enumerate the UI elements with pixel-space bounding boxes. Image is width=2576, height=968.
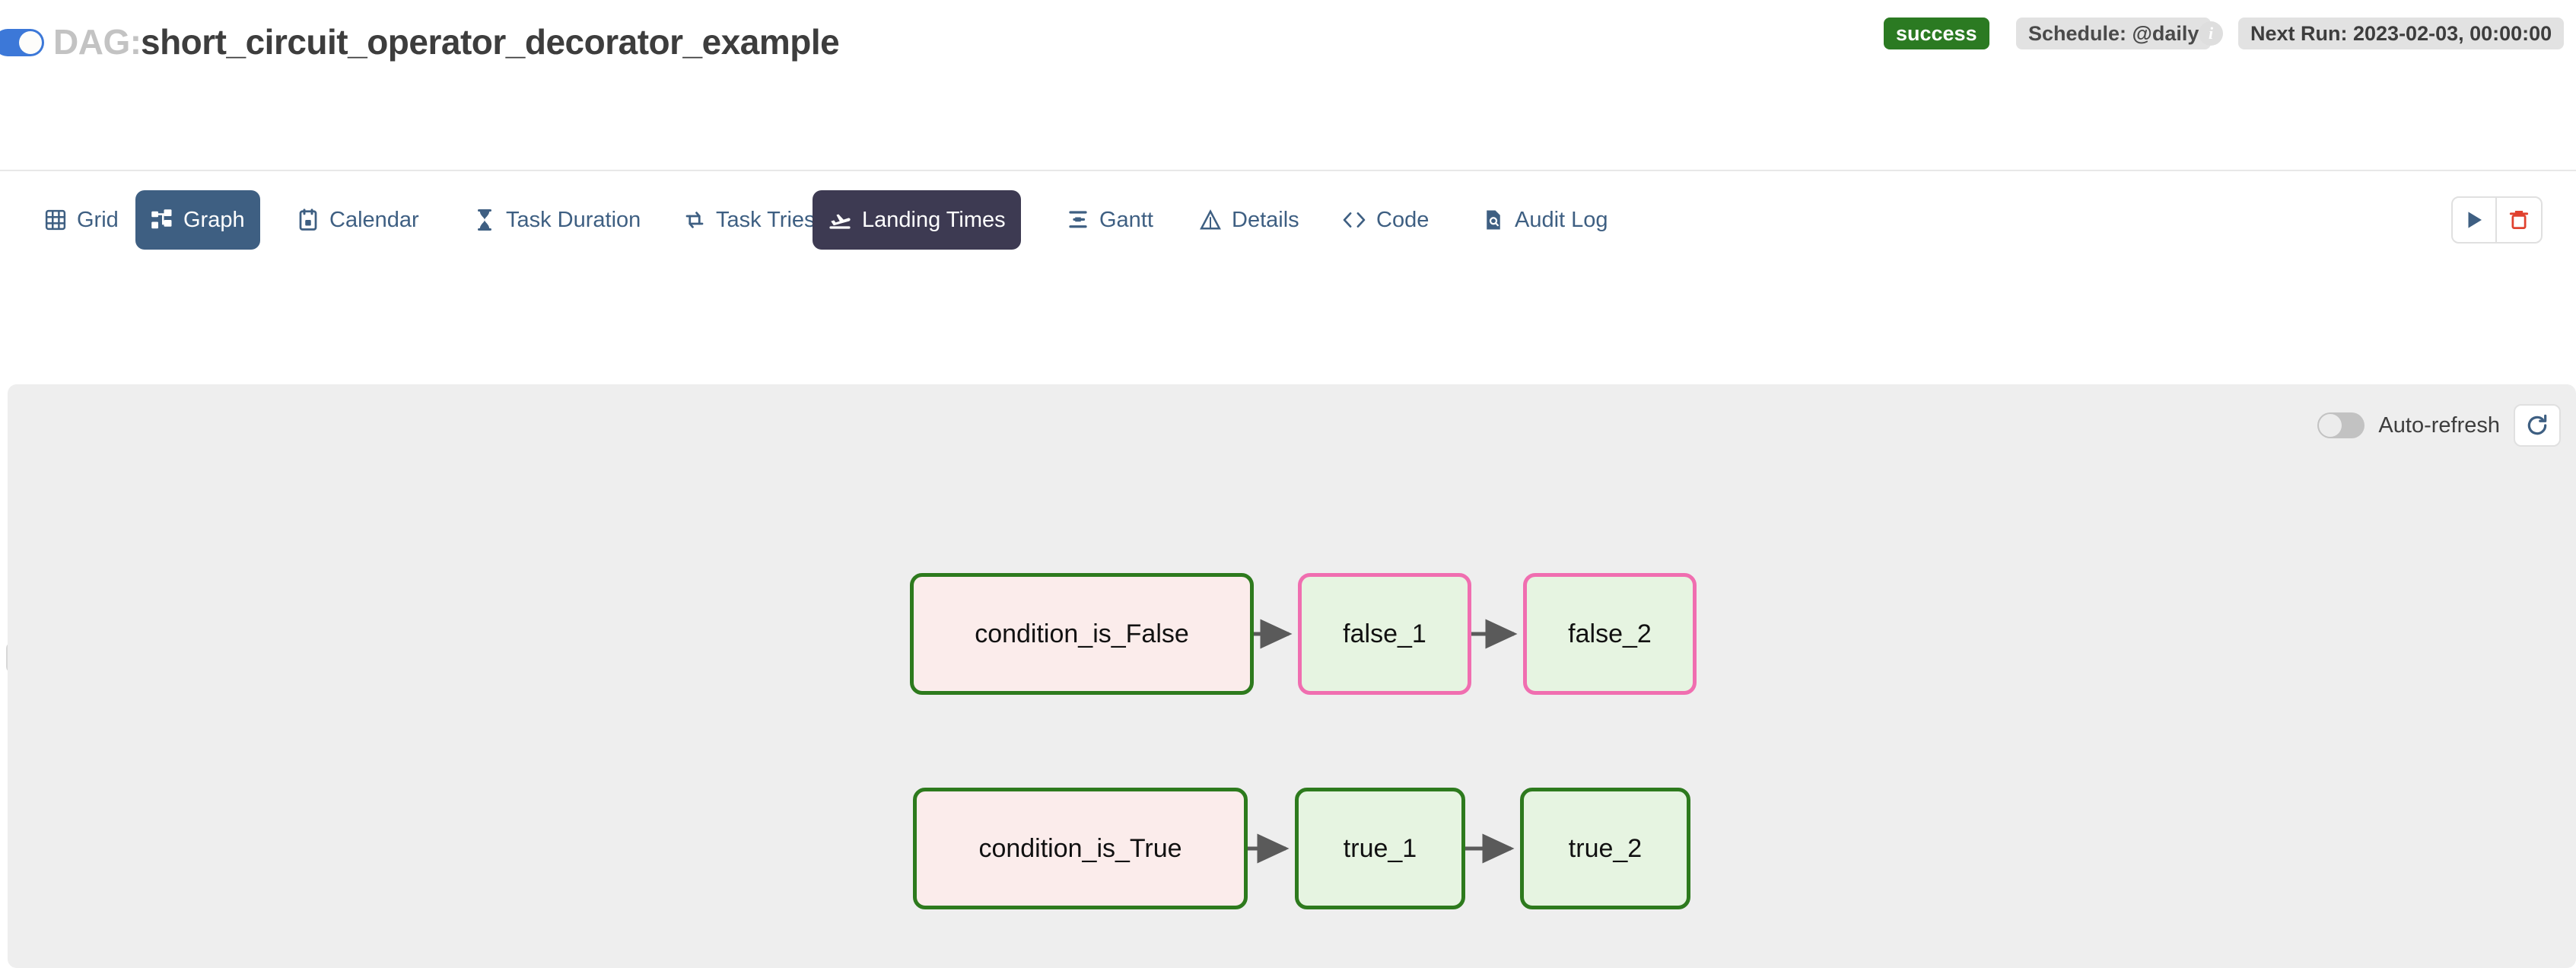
triangle-icon — [1199, 209, 1222, 231]
graph-node[interactable]: true_1 — [1295, 788, 1465, 909]
delete-dag-button[interactable] — [2497, 198, 2541, 242]
schedule-badge: Schedule: @daily — [2016, 18, 2212, 49]
graph-edges — [1248, 619, 1518, 864]
tab-code[interactable]: Code — [1327, 190, 1444, 250]
tab-grid[interactable]: Grid — [29, 190, 134, 250]
tab-label: Audit Log — [1515, 207, 1608, 232]
info-icon[interactable]: i — [2199, 21, 2223, 46]
tab-landing-times[interactable]: Landing Times — [813, 190, 1021, 250]
refresh-icon — [2527, 414, 2547, 435]
retry-icon — [683, 209, 706, 231]
next-run-badge: Next Run: 2023-02-03, 00:00:00 — [2238, 18, 2565, 49]
dag-label: DAG: — [53, 22, 142, 62]
graph-canvas[interactable]: Auto-refresh condition_is_False false_1 fa… — [8, 384, 2576, 968]
graph-icon — [151, 209, 173, 231]
page-title: short_circuit_operator_decorator_example — [141, 22, 840, 62]
tab-label: Grid — [77, 207, 119, 232]
refresh-button[interactable] — [2514, 404, 2561, 447]
trigger-dag-button[interactable] — [2453, 198, 2498, 242]
status-badge: success — [1884, 18, 1989, 49]
tab-graph[interactable]: Graph — [135, 190, 260, 250]
graph-node[interactable]: false_1 — [1298, 573, 1471, 695]
plane-landing-icon — [828, 208, 852, 232]
calendar-icon — [297, 209, 320, 231]
toggle-knob — [19, 31, 42, 54]
dag-action-buttons — [2451, 196, 2543, 244]
tab-gantt[interactable]: Gantt — [1051, 190, 1169, 250]
gantt-icon — [1067, 209, 1089, 231]
tab-calendar[interactable]: Calendar — [281, 190, 434, 250]
code-icon — [1342, 209, 1366, 231]
auto-refresh-toggle[interactable] — [2317, 412, 2365, 438]
auto-refresh-controls: Auto-refresh — [2317, 404, 2561, 447]
tab-task-duration[interactable]: Task Duration — [458, 190, 656, 250]
hourglass-icon — [473, 209, 496, 231]
dag-tab-bar: Grid Graph Calendar Task Duration Task T… — [0, 84, 2576, 250]
tab-label: Graph — [183, 207, 245, 232]
tab-task-tries[interactable]: Task Tries — [668, 190, 831, 250]
tab-details[interactable]: Details — [1184, 190, 1315, 250]
graph-node[interactable]: condition_is_False — [910, 573, 1254, 695]
tab-label: Code — [1376, 207, 1430, 232]
grid-icon — [44, 209, 67, 231]
dag-pause-toggle[interactable] — [0, 29, 44, 56]
tab-label: Task Tries — [716, 207, 816, 232]
tab-label: Details — [1232, 207, 1299, 232]
tab-audit-log[interactable]: Audit Log — [1467, 190, 1624, 250]
graph-legend: EmptyOperator_ShortCircuitDecoratedOpera… — [0, 320, 2576, 673]
tab-label: Landing Times — [862, 207, 1006, 232]
auto-refresh-label: Auto-refresh — [2378, 412, 2500, 438]
tab-label: Gantt — [1099, 207, 1153, 232]
tab-label: Task Duration — [506, 207, 641, 232]
graph-node[interactable]: condition_is_True — [913, 788, 1248, 909]
tab-label: Calendar — [329, 207, 419, 232]
graph-toolbar: 2023-02-03T13:05:14Z Runs 25 ⌄ Run manua… — [0, 204, 2576, 475]
toggle-knob — [2319, 414, 2342, 437]
graph-node[interactable]: true_2 — [1520, 788, 1690, 909]
graph-node[interactable]: false_2 — [1523, 573, 1697, 695]
audit-log-icon — [1482, 209, 1505, 231]
dag-header: DAG: short_circuit_operator_decorator_ex… — [0, 0, 2576, 84]
